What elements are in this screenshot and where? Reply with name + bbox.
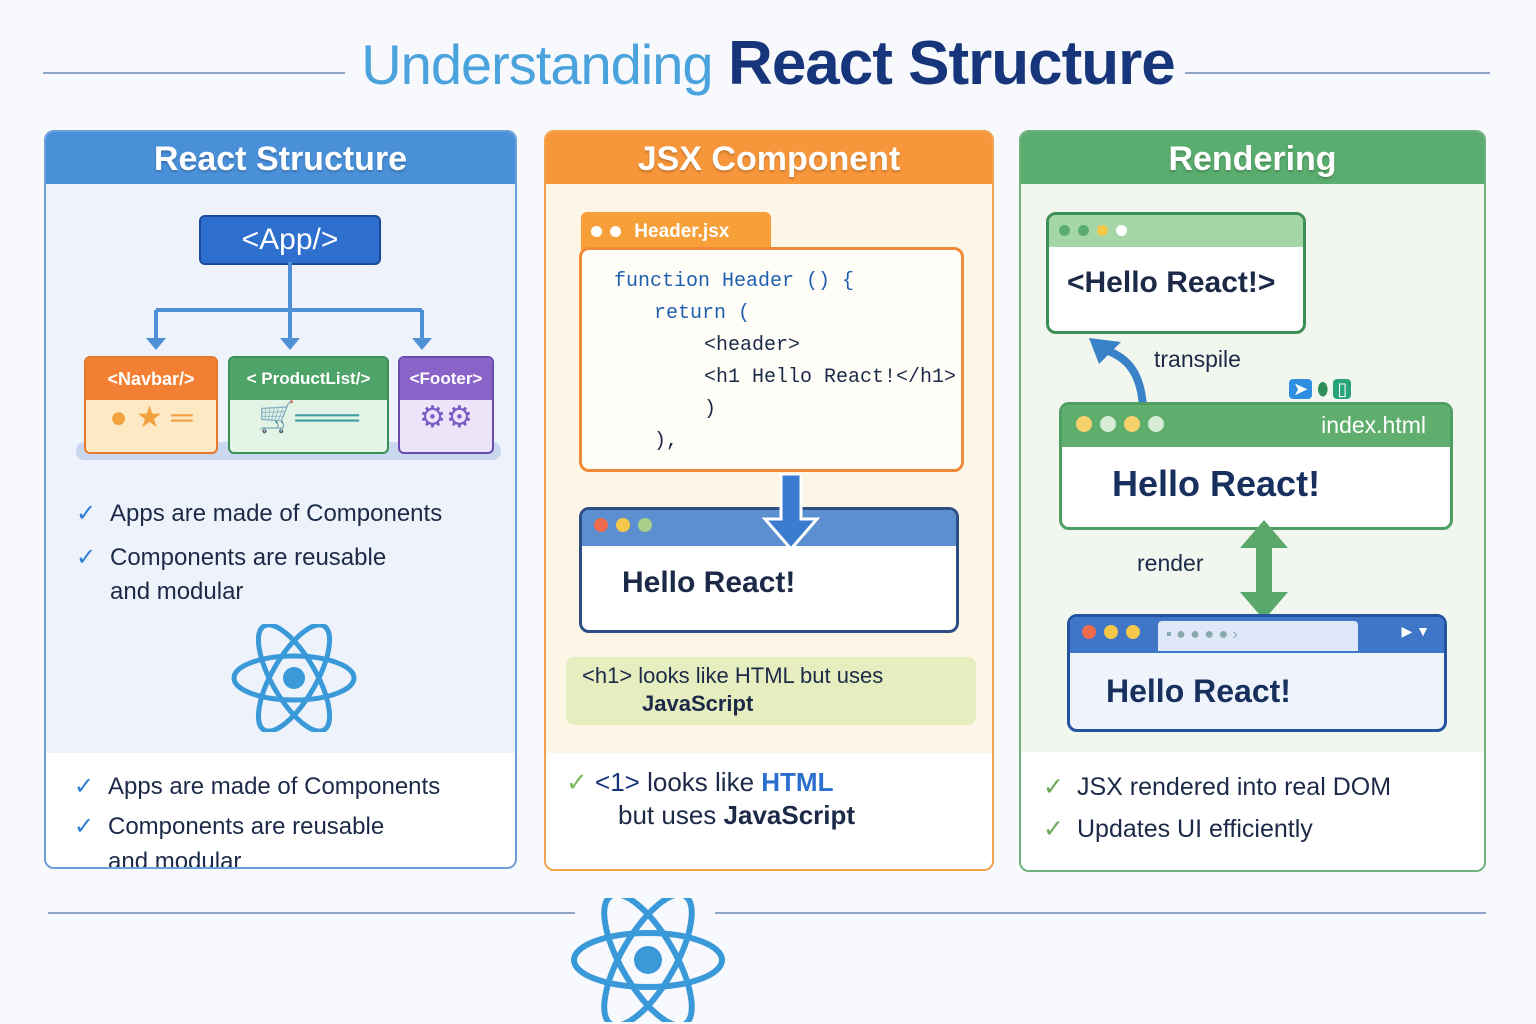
- title-part2: React Structure: [728, 29, 1176, 98]
- note-text-bold: JavaScript: [642, 691, 754, 716]
- render-arrow-icon: [1240, 520, 1288, 620]
- code-line: return (: [654, 302, 751, 325]
- bottom-check-text: Apps are made of Components: [108, 773, 441, 800]
- check-icon: ✓: [1043, 815, 1064, 843]
- gear-icon: ⚙⚙: [419, 401, 473, 434]
- bottom-check-text: Components are reusable: [108, 813, 385, 840]
- output-window: Hello React!: [579, 507, 959, 633]
- star-icon: ● ★ ═: [109, 401, 193, 434]
- browser-content: Hello React!: [1106, 673, 1291, 709]
- arrow-down-icon: [761, 474, 821, 552]
- jsx-tag: <1>: [595, 767, 640, 797]
- panel-rendering: Rendering <Hello React!> transpile ➤ ⬮ ▯…: [1019, 130, 1486, 872]
- bottom-text-js: JavaScript: [723, 800, 856, 830]
- play-icon[interactable]: ▶ ▼: [1401, 623, 1430, 639]
- code-line: ),: [654, 430, 679, 453]
- output-text: Hello React!: [622, 566, 796, 599]
- bottom-check-text: JSX rendered into real DOM: [1077, 773, 1392, 801]
- transpile-label: transpile: [1154, 346, 1241, 372]
- code-editor: function Header () { return ( <header> <…: [579, 247, 964, 472]
- code-line: <header>: [704, 334, 801, 357]
- page-title: Understanding React Structure: [0, 28, 1536, 99]
- note-box: <h1> looks like HTML but uses JavaScript: [566, 657, 976, 725]
- jsx-window: <Hello React!>: [1046, 212, 1306, 334]
- component-footer: <Footer>⚙⚙: [398, 356, 494, 454]
- app-node: <App/>: [199, 215, 381, 265]
- check-text: Components are reusable: [110, 544, 387, 571]
- panel-jsx-component: JSX Component Header.jsx function Header…: [544, 130, 994, 871]
- footer-rule-left: [48, 912, 575, 914]
- index-content: Hello React!: [1112, 463, 1321, 504]
- code-line: function Header () {: [614, 270, 855, 293]
- panel-title: Rendering: [1021, 132, 1484, 184]
- check-icon: ✓: [1043, 773, 1064, 801]
- react-logo-footer-icon: [571, 898, 725, 1022]
- panel-title: JSX Component: [546, 132, 992, 184]
- title-part1: Understanding: [361, 33, 713, 96]
- check-text: and modular: [110, 578, 244, 605]
- check-icon: ✓: [566, 767, 588, 797]
- panel-react-structure: React Structure <App/> <Navbar/>● ★ ═ < …: [44, 130, 517, 869]
- cart-icon: 🛒═══: [257, 401, 360, 434]
- title-rule-right: [1185, 72, 1490, 74]
- jsx-window-text: <Hello React!>: [1067, 266, 1276, 299]
- address-bar[interactable]: ▪ ● ● ● ● ›: [1158, 621, 1358, 651]
- check-icon: ✓: [74, 773, 95, 800]
- react-logo-icon: [231, 624, 357, 732]
- transpile-arrow-icon: [1089, 338, 1147, 408]
- check-text: Apps are made of Components: [110, 500, 443, 527]
- component-productlist: < ProductList/>🛒═══: [228, 356, 389, 454]
- file-tab: Header.jsx: [581, 212, 771, 250]
- component-navbar: <Navbar/>● ★ ═: [84, 356, 218, 454]
- index-html-window: index.html Hello React!: [1059, 402, 1453, 530]
- bottom-text: but uses: [618, 800, 717, 830]
- check-list: ✓ Apps are made of Components ✓ Components…: [76, 497, 442, 609]
- tree-connectors: [146, 262, 432, 350]
- title-rule-left: [43, 72, 345, 74]
- productlist-label: < ProductList/>: [230, 358, 387, 400]
- render-label: render: [1137, 550, 1204, 576]
- bottom-check-text: Updates UI efficiently: [1077, 815, 1313, 843]
- bottom-check-text: and modular: [108, 848, 242, 869]
- browser-window: ▪ ● ● ● ● › ▶ ▼ Hello React!: [1067, 614, 1447, 732]
- code-line: ): [704, 398, 717, 421]
- footer-rule-right: [715, 912, 1486, 914]
- check-icon: ✓: [76, 544, 97, 571]
- file-name: Header.jsx: [634, 221, 730, 242]
- navbar-label: <Navbar/>: [86, 358, 216, 400]
- code-line: <h1 Hello React!</h1>: [704, 366, 957, 389]
- panel-title: React Structure: [46, 132, 515, 184]
- check-icon: ✓: [74, 813, 95, 840]
- check-icon: ✓: [76, 500, 97, 527]
- index-tab-label: index.html: [1321, 412, 1426, 438]
- note-text: <h1> looks like HTML but uses: [582, 663, 884, 688]
- file-icons: ➤ ⬮ ▯: [1289, 378, 1352, 400]
- bottom-text: looks like: [647, 767, 755, 797]
- footer-label: <Footer>: [400, 358, 492, 400]
- bottom-text-html: HTML: [761, 767, 834, 797]
